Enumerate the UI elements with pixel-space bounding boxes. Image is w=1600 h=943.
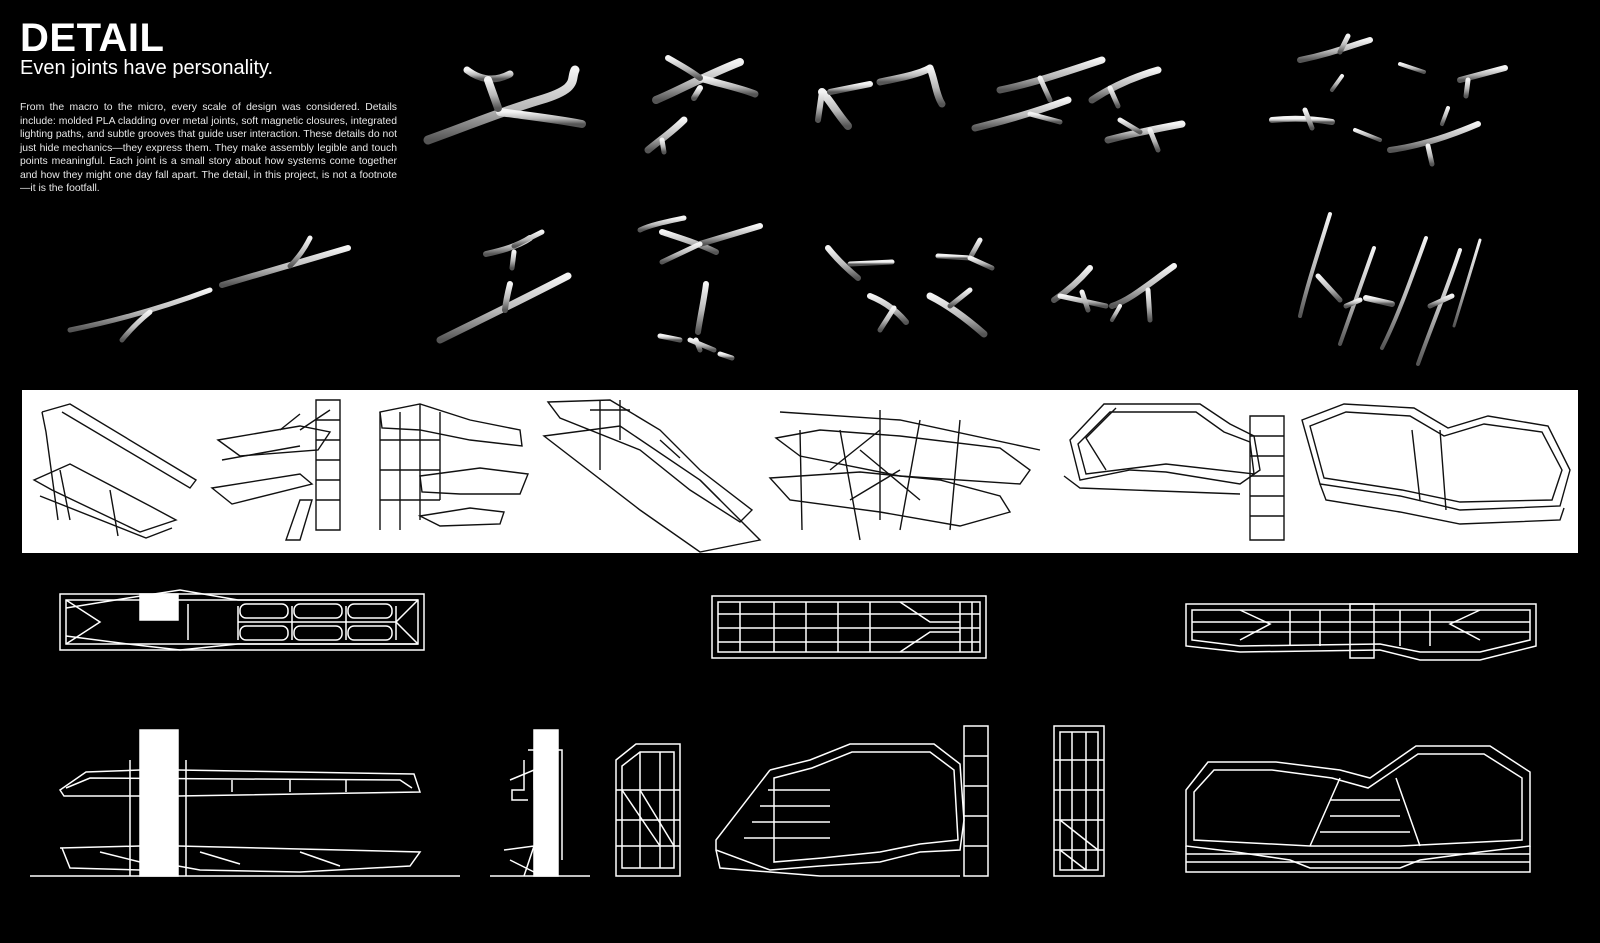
joint-render-3	[815, 64, 946, 130]
elevation-2	[490, 729, 590, 877]
joint-render-10	[1051, 263, 1177, 323]
joint-render-4	[971, 56, 1186, 153]
joint-render-6	[67, 235, 351, 343]
plan-drawing-3	[1185, 603, 1537, 661]
plan-drawing-1	[59, 589, 425, 651]
elevation-5	[1053, 725, 1105, 877]
joint-render-7	[436, 229, 572, 344]
plan-drawing-2	[711, 595, 987, 659]
axonometric-strip	[22, 390, 1578, 553]
elevation-6	[1185, 745, 1531, 873]
joint-render-5	[1269, 33, 1508, 167]
page-title: DETAIL	[20, 16, 165, 60]
joint-render-1	[423, 65, 586, 145]
elevation-4	[715, 725, 989, 877]
joint-render-2	[644, 55, 759, 155]
description-paragraph: From the macro to the micro, every scale…	[20, 102, 397, 194]
elevation-3	[615, 743, 681, 877]
joint-render-8	[637, 215, 763, 361]
elevation-1	[30, 729, 460, 877]
page-subtitle: Even joints have personality.	[20, 57, 274, 79]
joint-render-9	[825, 237, 995, 338]
joint-render-11	[1298, 212, 1482, 366]
